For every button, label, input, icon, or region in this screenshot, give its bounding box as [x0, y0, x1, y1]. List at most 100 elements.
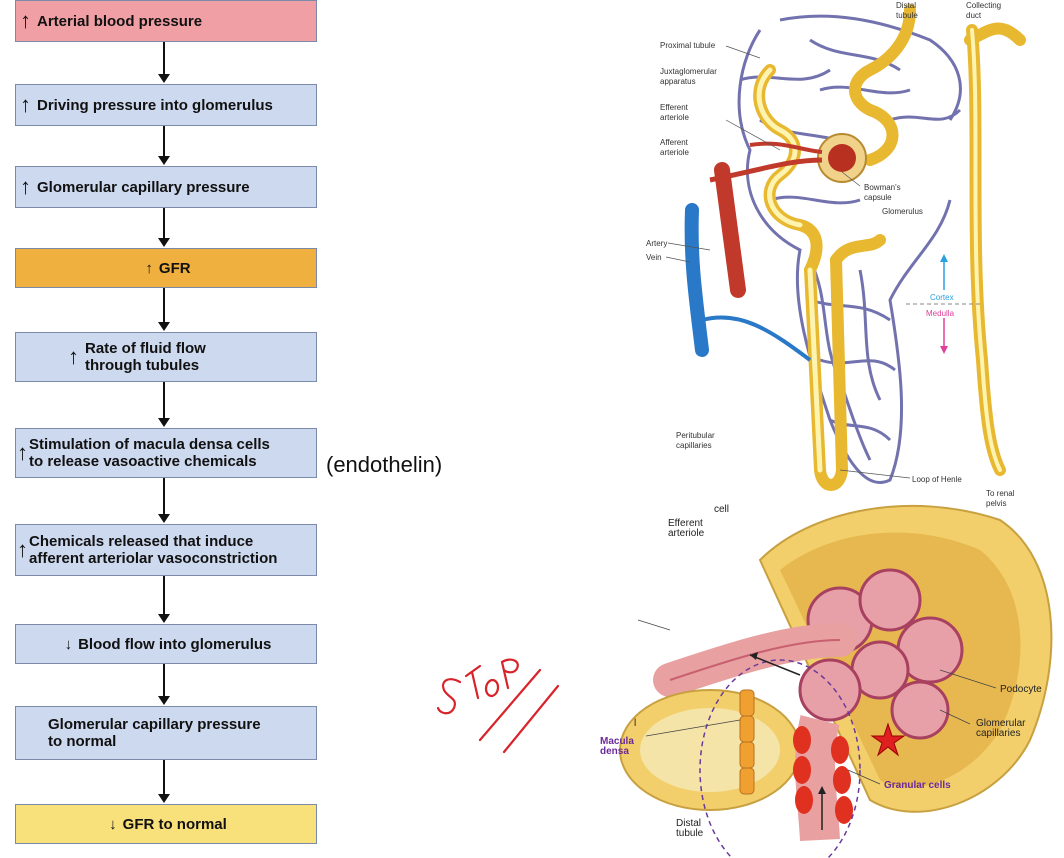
stop-handwriting-icon [436, 658, 560, 754]
down-arrow-icon: ↓ [64, 635, 73, 653]
box-arterial-pressure: ↑ Arterial blood pressure [15, 0, 317, 42]
box-pressure-normal: Glomerular capillary pressure to normal [15, 706, 317, 760]
granular-cells [793, 726, 853, 824]
label-line: apparatus [660, 77, 696, 86]
connector-line [163, 382, 165, 418]
down-arrowhead-icon [158, 794, 170, 803]
down-arrowhead-icon [158, 322, 170, 331]
box-glomerular-pressure-text: Glomerular capillary pressure [37, 178, 250, 196]
box-blood-flow: ↓ Blood flow into glomerulus [15, 624, 317, 664]
down-arrowhead-icon [158, 74, 170, 83]
connector-line [163, 760, 165, 794]
box-arterial-pressure-text: Arterial blood pressure [37, 12, 203, 30]
label-line: capillaries [676, 441, 712, 450]
label-line: capsule [864, 193, 892, 202]
box-gfr: ↑ GFR [15, 248, 317, 288]
box-fluid-flow-text: Rate of fluid flow through tubules [85, 340, 206, 374]
label-line: arteriole [668, 528, 705, 539]
box-fluid-flow: ↑ Rate of fluid flow through tubules [15, 332, 317, 382]
arrowhead-icon [750, 652, 758, 660]
box-driving-pressure-text: Driving pressure into glomerulus [37, 96, 273, 114]
endothelin-note: (endothelin) [326, 452, 443, 477]
efferent-arteriole-wall [669, 639, 841, 681]
up-arrow-icon [940, 254, 948, 262]
up-arrow-icon: ↑ [68, 344, 79, 369]
down-arrowhead-icon [158, 614, 170, 623]
connector-line [163, 208, 165, 238]
label-podocyte: Podocyte [1000, 684, 1042, 695]
jga-outline [699, 659, 861, 858]
label-line: capillaries [976, 728, 1020, 739]
artery [714, 162, 746, 298]
down-arrowhead-icon [158, 156, 170, 165]
star-icon [870, 722, 906, 757]
connector-line [163, 576, 165, 614]
down-arrowhead-icon [158, 514, 170, 523]
label-line: duct [966, 11, 982, 20]
label-line: arteriole [660, 148, 689, 157]
connector-line [163, 126, 165, 156]
nephron-tubule-highlight [756, 67, 823, 473]
collecting-duct-highlight [970, 28, 1002, 472]
down-arrowhead-icon [158, 696, 170, 705]
connector-line [163, 288, 165, 322]
label-vein: Vein [646, 253, 662, 262]
connector-line [163, 42, 165, 74]
label-line: pelvis [986, 499, 1006, 508]
up-arrow-icon: ↑ [20, 174, 31, 199]
connector-line [163, 664, 165, 696]
box-pressure-normal-text: Glomerular capillary pressure to normal [48, 716, 261, 750]
jga-leader-lines [637, 619, 997, 785]
up-arrow-icon: ↑ [20, 92, 31, 117]
label-line: tubule [896, 11, 918, 20]
up-arrow-icon: ↑ [17, 440, 28, 465]
down-arrowhead-icon [158, 238, 170, 247]
flow-arrow-icon [749, 654, 801, 676]
label-l-fragment: l [634, 718, 636, 729]
down-arrow-icon [940, 346, 948, 354]
label-line: tubule [676, 828, 704, 839]
box-gfr-normal-text: GFR to normal [122, 815, 227, 833]
afferent-arteriole-drawing [795, 715, 840, 842]
box-glomerular-pressure: ↑ Glomerular capillary pressure [15, 166, 317, 208]
connector-line [163, 478, 165, 514]
arrowhead-icon [818, 786, 826, 794]
down-arrowhead-icon [158, 418, 170, 427]
macula-densa-cells [739, 689, 755, 795]
box-macula-densa-text: Stimulation of macula densa cells to rel… [29, 436, 270, 470]
box-driving-pressure: ↑ Driving pressure into glomerulus [15, 84, 317, 126]
label-cell-fragment: cell [714, 504, 729, 515]
distal-tubule-lumen [640, 708, 780, 792]
leader-lines [665, 45, 911, 479]
box-gfr-normal: ↓ GFR to normal [15, 804, 317, 844]
label-loop-of-henle: Loop of Henle [912, 475, 962, 484]
label-glomerulus: Glomerulus [882, 207, 923, 216]
label-medulla: Medulla [926, 309, 955, 318]
box-chemicals-text: Chemicals released that induce afferent … [29, 533, 278, 567]
box-chemicals: ↑ Chemicals released that induce afferen… [15, 524, 317, 576]
label-line: arteriole [660, 113, 689, 122]
down-arrow-icon: ↓ [109, 815, 117, 833]
label-line: densa [600, 746, 629, 757]
up-arrow-icon: ↑ [20, 8, 31, 33]
label-granular-cells: Granular cells [884, 780, 951, 791]
label-artery: Artery [646, 239, 667, 248]
glomerulus [828, 144, 856, 172]
box-macula-densa: ↑ Stimulation of macula densa cells to r… [15, 428, 317, 478]
box-gfr-text: GFR [158, 259, 191, 277]
stop-annotation [436, 658, 560, 754]
vein-branch [701, 315, 812, 362]
